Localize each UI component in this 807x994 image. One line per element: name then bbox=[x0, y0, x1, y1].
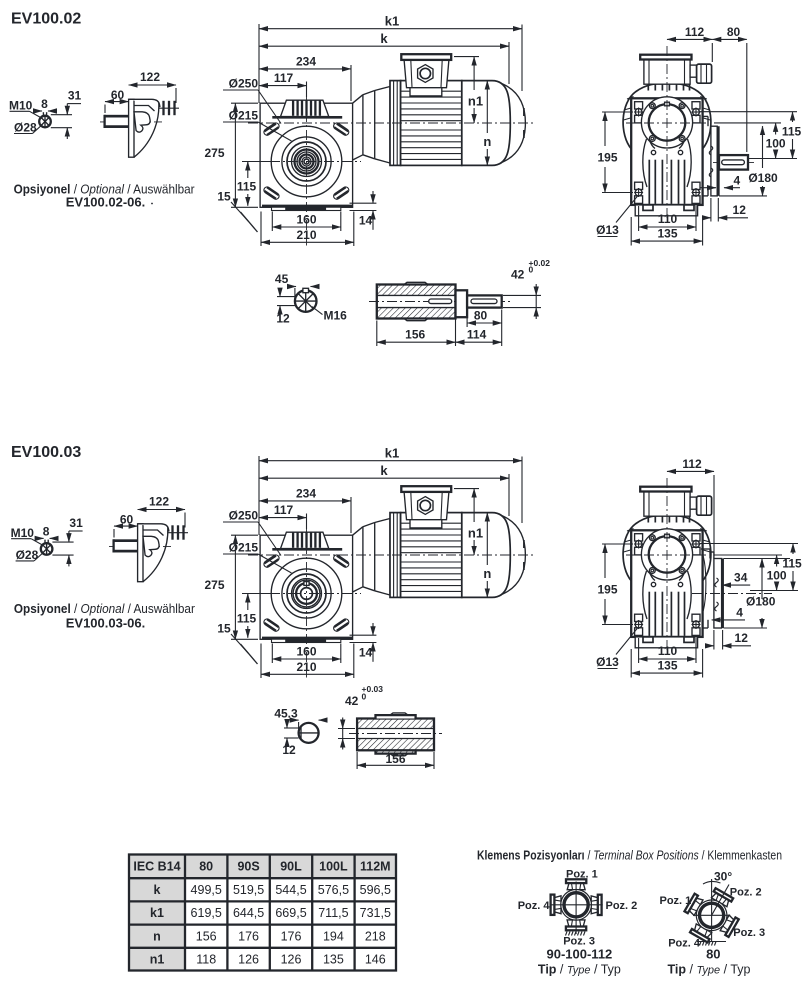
svg-text:80: 80 bbox=[727, 25, 741, 39]
svg-text:Poz. 1: Poz. 1 bbox=[660, 895, 692, 907]
svg-text:IEC B14: IEC B14 bbox=[133, 860, 180, 874]
svg-text:Poz. 1: Poz. 1 bbox=[566, 868, 598, 880]
svg-text:80: 80 bbox=[706, 947, 720, 962]
svg-text:M16: M16 bbox=[324, 309, 348, 323]
svg-text:k1: k1 bbox=[150, 906, 164, 920]
svg-text:+0.03: +0.03 bbox=[362, 684, 384, 694]
svg-text:4: 4 bbox=[736, 606, 743, 620]
svg-text:42: 42 bbox=[345, 694, 359, 708]
svg-text:Opsiyonel / Optional / Auswähl: Opsiyonel / Optional / Auswählbar bbox=[14, 182, 196, 197]
svg-text:45.3: 45.3 bbox=[274, 707, 298, 721]
svg-text:711,5: 711,5 bbox=[318, 906, 348, 920]
svg-text:EV100.02-06.: EV100.02-06. bbox=[66, 195, 146, 210]
svg-text:100: 100 bbox=[766, 137, 786, 151]
svg-text:+0.02: +0.02 bbox=[529, 258, 551, 268]
svg-text:Klemens Pozisyonları / Termina: Klemens Pozisyonları / Terminal Box Posi… bbox=[477, 849, 782, 863]
svg-text:644,5: 644,5 bbox=[233, 906, 264, 920]
svg-text:Poz. 2: Poz. 2 bbox=[730, 887, 762, 899]
svg-text:Tip / Type / Typ: Tip / Type / Typ bbox=[668, 962, 751, 976]
svg-text:45: 45 bbox=[275, 272, 289, 286]
svg-text:0: 0 bbox=[529, 265, 534, 275]
svg-text:Opsiyonel / Optional / Auswähl: Opsiyonel / Optional / Auswählbar bbox=[14, 601, 196, 616]
svg-text:112: 112 bbox=[685, 25, 705, 39]
svg-text:12: 12 bbox=[276, 312, 290, 326]
svg-text:Poz. 4: Poz. 4 bbox=[518, 900, 551, 912]
svg-text:731,5: 731,5 bbox=[360, 906, 391, 920]
svg-text:596,5: 596,5 bbox=[360, 883, 391, 897]
svg-text:n: n bbox=[153, 929, 161, 943]
svg-text:146: 146 bbox=[365, 952, 386, 966]
svg-text:80: 80 bbox=[474, 309, 488, 323]
svg-text:156: 156 bbox=[405, 328, 425, 342]
svg-text:619,5: 619,5 bbox=[191, 906, 222, 920]
svg-text:Poz. 2: Poz. 2 bbox=[606, 900, 638, 912]
svg-text:519,5: 519,5 bbox=[233, 883, 264, 897]
svg-text:126: 126 bbox=[281, 952, 302, 966]
svg-text:112M: 112M bbox=[360, 860, 391, 874]
svg-text:176: 176 bbox=[238, 929, 259, 943]
svg-text:n1: n1 bbox=[150, 952, 165, 966]
svg-text:576,5: 576,5 bbox=[318, 883, 349, 897]
svg-text:80: 80 bbox=[199, 860, 213, 874]
svg-text:0: 0 bbox=[362, 692, 367, 702]
svg-text:Tip / Type / Typ: Tip / Type / Typ bbox=[538, 962, 621, 976]
svg-text:30°: 30° bbox=[714, 870, 732, 884]
svg-text:112: 112 bbox=[682, 457, 702, 471]
svg-text:669,5: 669,5 bbox=[275, 906, 306, 920]
svg-text:156: 156 bbox=[385, 752, 405, 766]
svg-text:126: 126 bbox=[238, 952, 259, 966]
svg-text:544,5: 544,5 bbox=[275, 883, 306, 897]
svg-text:118: 118 bbox=[196, 952, 216, 966]
svg-text:115: 115 bbox=[782, 125, 802, 139]
svg-text:34: 34 bbox=[734, 571, 748, 585]
svg-text:4: 4 bbox=[733, 174, 740, 188]
svg-text:Poz. 4: Poz. 4 bbox=[668, 938, 701, 950]
svg-text:100: 100 bbox=[767, 569, 787, 583]
svg-text:90-100-112: 90-100-112 bbox=[547, 947, 613, 962]
svg-text:135: 135 bbox=[323, 952, 344, 966]
svg-text:100L: 100L bbox=[319, 860, 348, 874]
svg-text:90L: 90L bbox=[280, 860, 302, 874]
svg-text:12: 12 bbox=[735, 631, 749, 645]
svg-text:EV100.03: EV100.03 bbox=[11, 444, 81, 461]
svg-text:EV100.03-06.: EV100.03-06. bbox=[66, 616, 146, 631]
svg-text:115: 115 bbox=[782, 557, 802, 571]
svg-text:Ø180: Ø180 bbox=[746, 595, 776, 609]
svg-text:194: 194 bbox=[323, 929, 344, 943]
svg-text:218: 218 bbox=[365, 929, 386, 943]
svg-text:12: 12 bbox=[733, 203, 747, 217]
svg-text:42: 42 bbox=[511, 268, 525, 282]
svg-text:k: k bbox=[154, 883, 161, 897]
svg-text:EV100.02: EV100.02 bbox=[11, 11, 81, 28]
svg-text:12: 12 bbox=[282, 743, 296, 757]
svg-text:114: 114 bbox=[467, 328, 487, 342]
svg-text:Ø180: Ø180 bbox=[748, 171, 778, 185]
svg-text:176: 176 bbox=[281, 929, 302, 943]
svg-text:499,5: 499,5 bbox=[191, 883, 222, 897]
svg-text:Poz. 3: Poz. 3 bbox=[733, 927, 765, 939]
svg-text:Poz. 3: Poz. 3 bbox=[563, 935, 595, 947]
svg-text:90S: 90S bbox=[237, 860, 259, 874]
svg-text:156: 156 bbox=[196, 929, 217, 943]
